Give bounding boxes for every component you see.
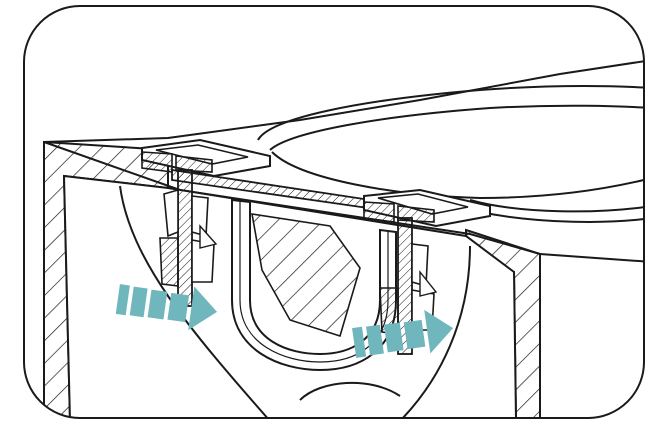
left-flow-arrow-segment (115, 284, 130, 316)
bowl-bottom-curve (299, 381, 401, 401)
right-flow-arrow-head (424, 309, 454, 354)
right-flow-arrow (352, 309, 454, 358)
right-flow-arrow-segment (352, 326, 367, 358)
right-flow-arrow-segment (365, 324, 384, 356)
left-flow-arrow-segment (147, 289, 168, 320)
bowl-inner-rim (271, 151, 644, 200)
seat-hinge-bracket-left (141, 138, 271, 178)
mounting-bolt-left (159, 169, 218, 307)
inner-hatch-wedge (251, 213, 361, 338)
right-flow-arrow-segment (383, 322, 404, 353)
left-flow-arrow-segment (167, 292, 190, 323)
bowl-inner-curve-right (399, 245, 471, 418)
seat-ring-inner (269, 104, 644, 151)
left-flow-arrow (115, 284, 218, 331)
u-trap-channel (231, 198, 397, 372)
right-flow-arrow-segment (403, 319, 426, 350)
left-flow-arrow-segment (129, 286, 148, 318)
seat-ring-outer (257, 85, 644, 141)
diagram-frame (23, 5, 645, 419)
bowl-inner-rim-2 (469, 199, 644, 213)
bowl-inner-rim-3 (479, 211, 644, 223)
bowl-inner-curve-left (119, 185, 271, 418)
mounting-bolt-right (379, 217, 438, 355)
left-flow-arrow-head (188, 286, 218, 331)
